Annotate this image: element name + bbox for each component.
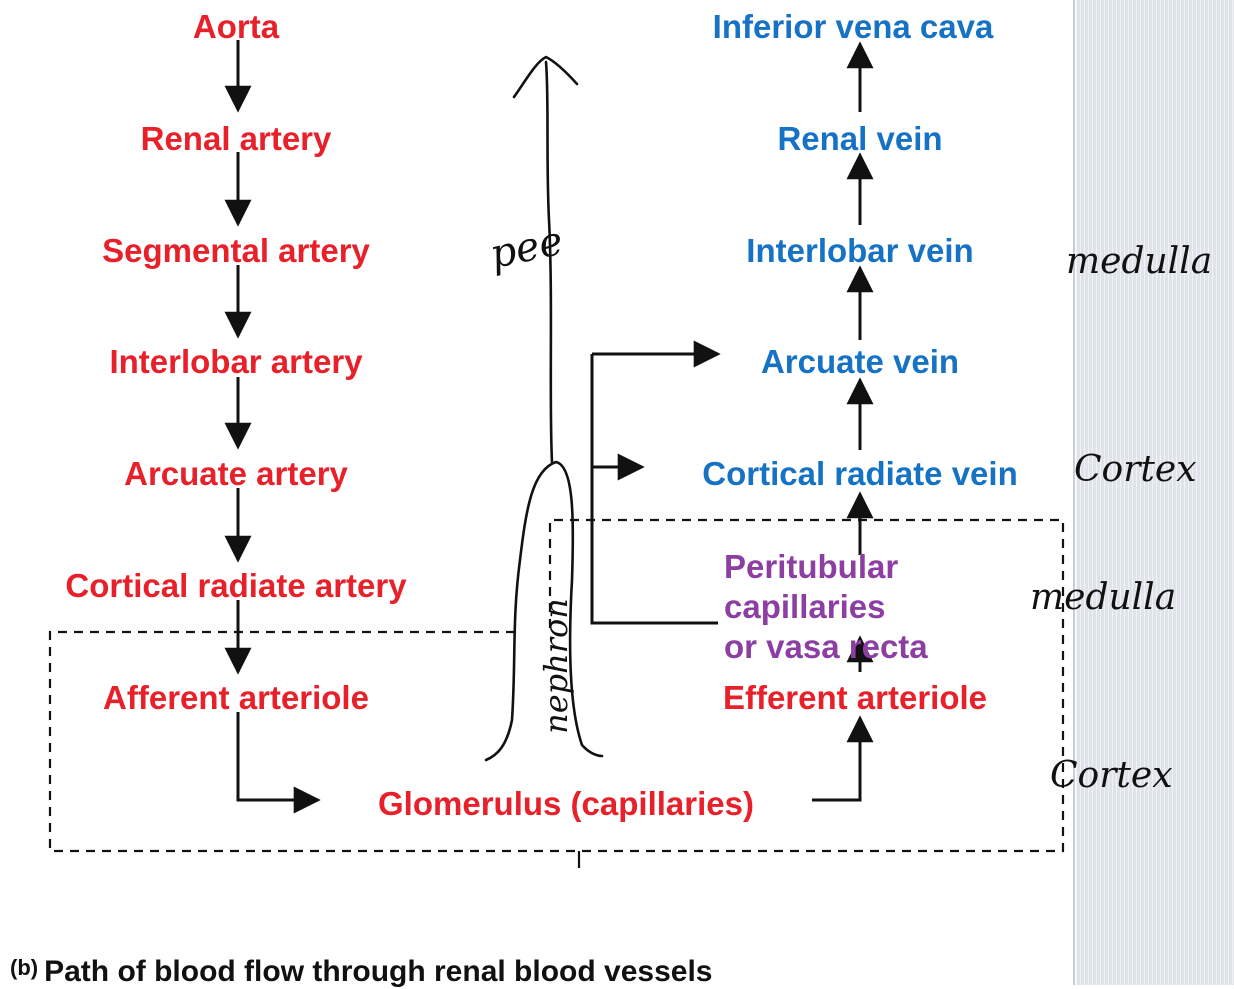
label-afferent-arteriole: Afferent arteriole <box>103 679 369 716</box>
label-inferior-vena-cava: Inferior vena cava <box>712 8 994 45</box>
figure-caption: (b)Path of blood flow through renal bloo… <box>10 955 712 989</box>
label-glomerulus: Glomerulus (capillaries) <box>378 785 754 822</box>
side-panel <box>1076 0 1234 985</box>
branch-line <box>590 354 718 625</box>
arrow-glomerulus-efferent <box>812 715 874 802</box>
label-arcuate-artery: Arcuate artery <box>124 455 348 492</box>
handwritten-medulla-bottom: medulla <box>1030 577 1177 618</box>
label-arcuate-vein: Arcuate vein <box>760 343 960 380</box>
label-interlobar-vein: Interlobar vein <box>746 232 974 269</box>
label-segmental-artery: Segmental artery <box>102 232 370 269</box>
slide-frame <box>1073 0 1075 985</box>
handwritten-cortex-bottom: Cortex <box>1050 755 1173 796</box>
hand-arrow-shaft <box>544 60 554 464</box>
hand-arrow-head <box>512 55 579 99</box>
label-peritubular-1: Peritubular <box>724 548 899 585</box>
caption-tag: (b) <box>10 955 39 980</box>
handwritten-medulla-top: medulla <box>1066 241 1213 282</box>
label-cortical-radiate-artery: Cortical radiate artery <box>65 567 407 604</box>
label-renal-vein: Renal vein <box>777 120 943 157</box>
label-peritubular-3: or vasa recta <box>724 628 928 665</box>
label-cortical-radiate-vein: Cortical radiate vein <box>702 455 1018 492</box>
handwritten-nephron: nephron <box>536 598 575 734</box>
label-interlobar-artery: Interlobar artery <box>109 343 363 380</box>
label-aorta: Aorta <box>192 8 280 45</box>
arrow-afferent-glomerulus <box>236 712 321 814</box>
dashed-box-left <box>48 518 1065 853</box>
hand-nephron-loop <box>484 460 604 762</box>
label-peritubular-2: capillaries <box>724 588 886 625</box>
handwritten-cortex-top: Cortex <box>1074 449 1197 490</box>
label-renal-artery: Renal artery <box>140 120 332 157</box>
label-efferent-arteriole: Efferent arteriole <box>722 679 988 716</box>
caption-text: Path of blood flow through renal blood v… <box>44 955 713 988</box>
